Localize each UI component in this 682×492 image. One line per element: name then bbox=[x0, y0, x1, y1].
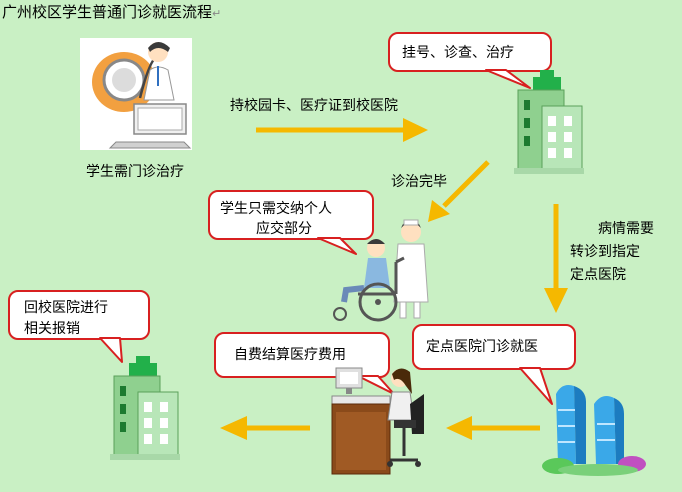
bubble-register: 挂号、诊查、治疗 bbox=[388, 32, 552, 72]
label-transfer-2: 转诊到指定 bbox=[570, 244, 640, 260]
campus-hospital-building bbox=[514, 70, 584, 174]
bubble-pay-personal: 学生只需交纳个人 应交部分 bbox=[208, 190, 374, 240]
bubble-designated-hospital: 定点医院门诊就医 bbox=[412, 324, 576, 370]
nurse-wheelchair-illustration bbox=[333, 219, 429, 322]
label-student-need: 学生需门诊治疗 bbox=[86, 164, 184, 180]
designated-hospital-building bbox=[542, 385, 646, 476]
campus-hospital-building-return bbox=[110, 356, 180, 460]
page-title: 广州校区学生普通门诊就医流程↵ bbox=[2, 3, 222, 21]
doctor-computer-illustration bbox=[80, 38, 192, 150]
label-transfer-3: 定点医院 bbox=[570, 267, 626, 283]
label-finished: 诊治完毕 bbox=[391, 174, 447, 190]
label-bring-card: 持校园卡、医疗证到校医院 bbox=[230, 98, 398, 114]
label-transfer-1: 病情需要 bbox=[598, 221, 654, 237]
bubble-reimburse: 回校医院进行 相关报销 bbox=[8, 290, 150, 340]
cashier-desk-illustration bbox=[331, 367, 424, 475]
